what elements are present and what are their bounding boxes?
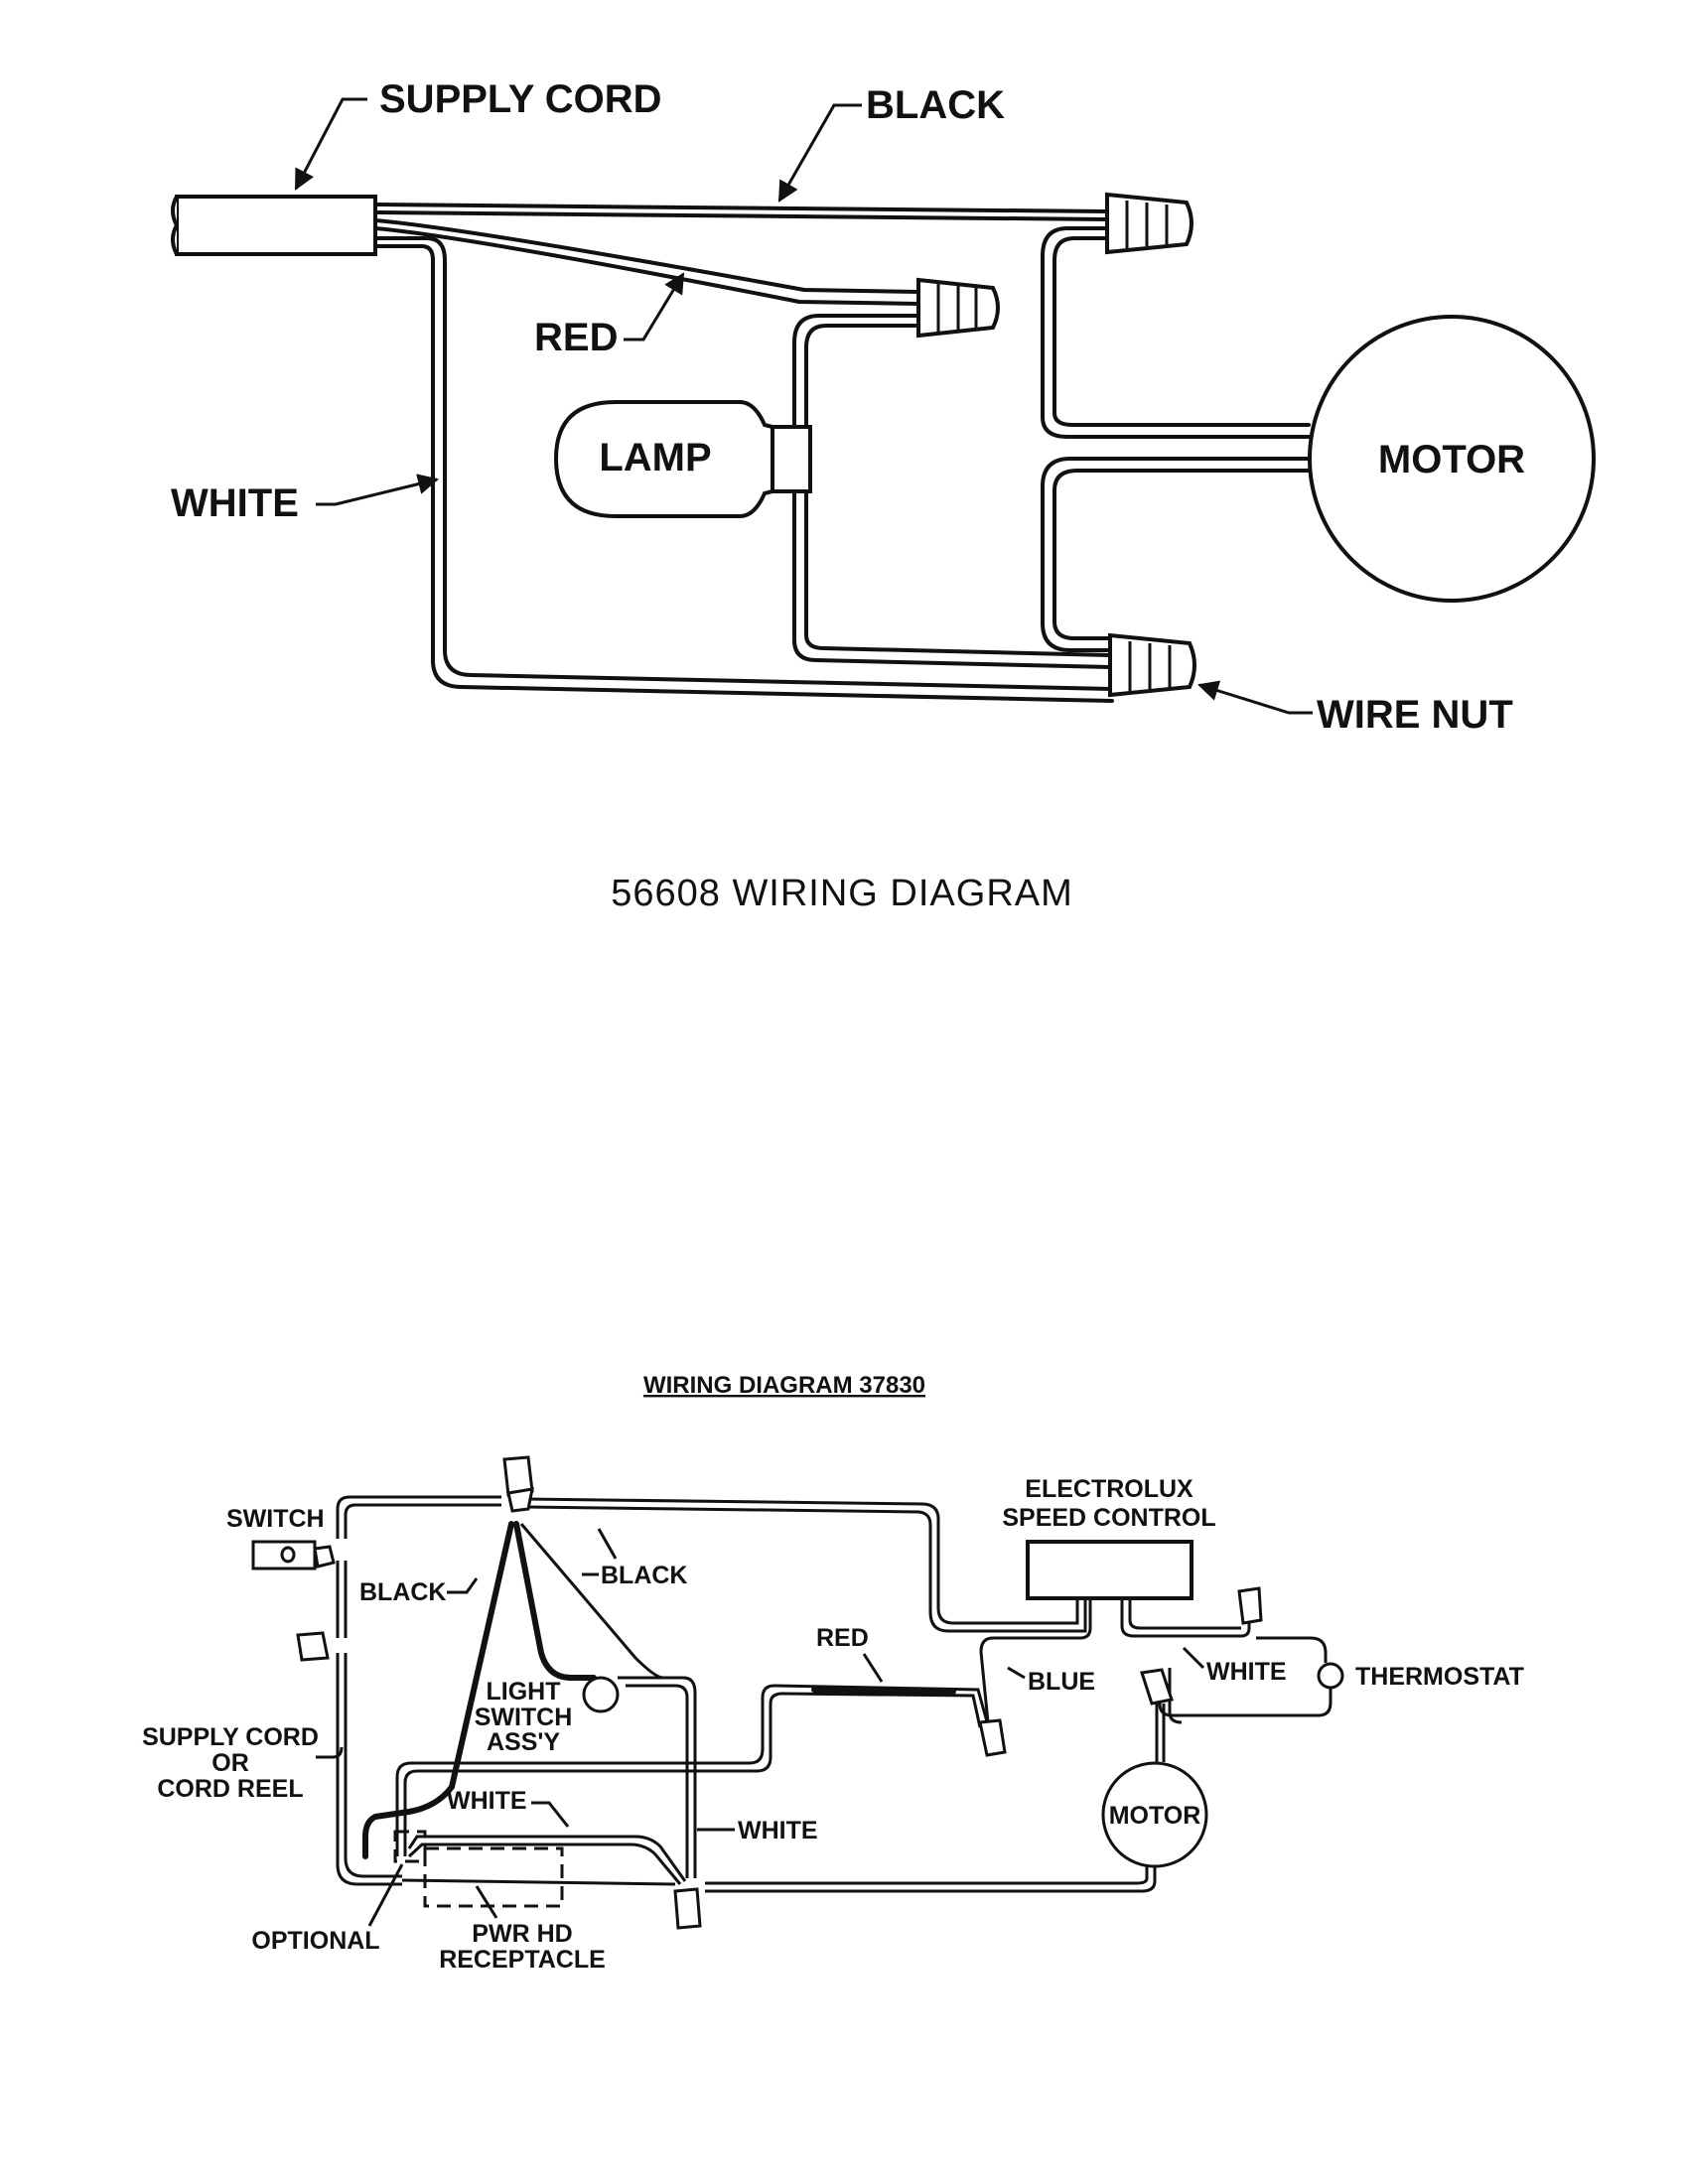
diagram-37830: WIRING DIAGRAM 37830	[142, 1372, 1524, 1974]
wire-nut-top	[1105, 192, 1193, 255]
switch-small	[251, 1540, 336, 1570]
motor-label: MOTOR	[1378, 438, 1525, 481]
black-wire	[373, 203, 1109, 221]
white-wire	[373, 236, 1114, 703]
white-wire-thermostat	[1120, 1598, 1333, 1724]
light-switch-label-2: SWITCH	[475, 1704, 573, 1731]
pwr-hd-label-2: RECEPTACLE	[439, 1946, 606, 1974]
white-label-mid: WHITE	[447, 1787, 527, 1815]
supply-cord-label-1: SUPPLY CORD	[142, 1723, 319, 1751]
thermostat-label: THERMOSTAT	[1355, 1663, 1524, 1691]
white-label-upper: WHITE	[1206, 1658, 1287, 1686]
wire-nut-middle	[916, 277, 1000, 339]
black-wire-to-control	[525, 1497, 1087, 1633]
supply-cord-label-3: CORD REEL	[157, 1775, 303, 1803]
electrolux-label-line2: SPEED CONTROL	[1002, 1504, 1215, 1532]
diagram-37830-title: WIRING DIAGRAM 37830	[643, 1372, 925, 1399]
red-wire	[373, 218, 920, 306]
blue-label: BLUE	[1028, 1668, 1095, 1696]
diagram-56608-title: 56608 WIRING DIAGRAM	[611, 873, 1073, 914]
black-label-right: BLACK	[601, 1562, 688, 1589]
motor: MOTOR	[1308, 315, 1596, 603]
supply-loop-wires	[316, 1495, 501, 1886]
red-wire-path	[395, 1684, 990, 1856]
switch-label: SWITCH	[226, 1505, 325, 1533]
red-label: RED	[534, 316, 618, 359]
pwr-hd-label-1: PWR HD	[472, 1920, 572, 1948]
blue-wire-nut	[978, 1718, 1007, 1757]
thermostat	[1317, 1662, 1344, 1690]
motor-small-label: MOTOR	[1109, 1802, 1201, 1830]
black-label-left: BLACK	[359, 1578, 447, 1606]
supply-wire-nut	[296, 1631, 330, 1662]
wire-nut-bottom	[1108, 632, 1196, 698]
light-switch-label-3: ASS'Y	[487, 1728, 560, 1756]
blue-wire	[979, 1598, 1092, 1723]
bottom-wire-nut	[673, 1887, 702, 1930]
electrolux-label-line1: ELECTROLUX	[1025, 1475, 1193, 1503]
supply-cord-label-2: OR	[211, 1749, 249, 1777]
white-label-right: WHITE	[738, 1817, 818, 1844]
electrolux-speed-control: ELECTROLUX SPEED CONTROL	[1002, 1475, 1216, 1600]
top-wire-nut	[502, 1455, 534, 1513]
light-switch	[582, 1676, 620, 1713]
lamp-wires	[792, 314, 1112, 669]
motor-small: MOTOR	[705, 1704, 1208, 1893]
supply-cord-label: SUPPLY CORD	[379, 77, 662, 121]
motor-wires	[1041, 226, 1311, 652]
red-label-small: RED	[816, 1624, 869, 1652]
optional-label: OPTIONAL	[251, 1927, 379, 1955]
motor-wire-nut-upper	[1140, 1668, 1174, 1706]
diagram-56608: LAMP MOTOR SUPPLY CORD BLACK RED WHITE	[171, 77, 1596, 914]
black-label: BLACK	[866, 83, 1005, 127]
white-wires-bottom	[401, 1835, 687, 1886]
pwr-hd-receptacle	[393, 1830, 564, 1908]
thermostat-wire-nut	[1237, 1586, 1263, 1625]
supply-cord-plug	[171, 195, 377, 256]
lamp-label: LAMP	[599, 436, 711, 479]
light-switch-label-1: LIGHT	[487, 1678, 561, 1706]
white-label: WHITE	[171, 481, 299, 525]
wire-nut-label: WIRE NUT	[1317, 693, 1513, 737]
lamp: LAMP	[553, 400, 812, 518]
